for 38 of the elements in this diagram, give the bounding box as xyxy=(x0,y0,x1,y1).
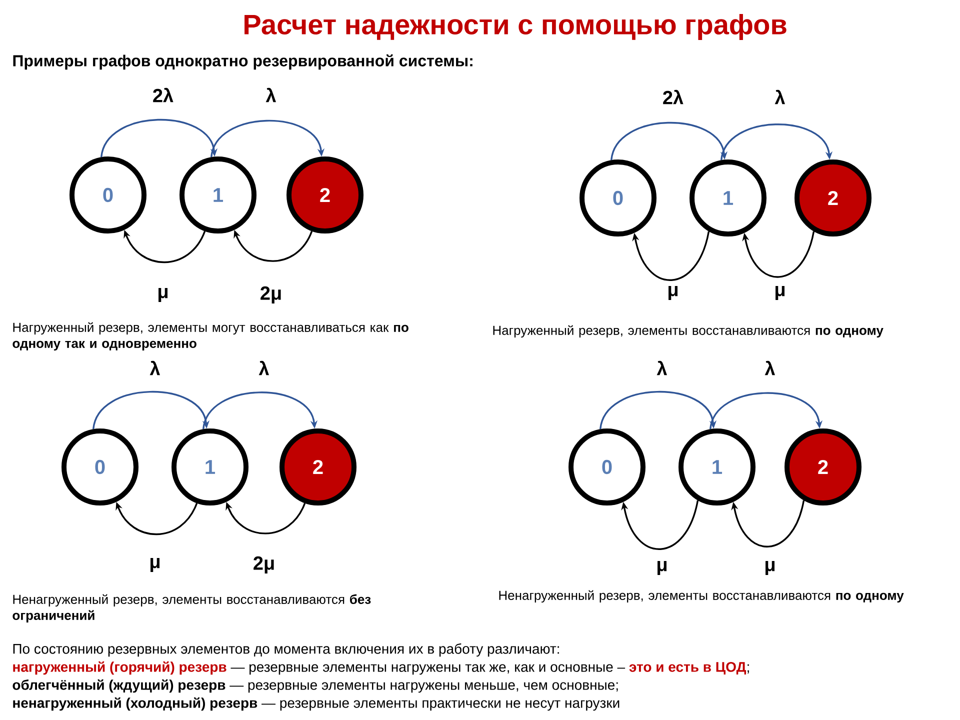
edge-label: μ xyxy=(150,558,160,572)
edge-label: μ xyxy=(668,286,678,300)
edge-label: 2λ xyxy=(153,88,174,102)
arc-arrow xyxy=(600,390,717,430)
subtitle: Примеры графов однократно резервированной системы: xyxy=(13,54,472,70)
arc-arrow xyxy=(720,124,833,160)
edge-label: λ xyxy=(764,360,775,376)
caption: Ненагруженный резерв, элементы восстанавливаются без ограничений xyxy=(12,594,371,623)
edge-label: μ xyxy=(658,561,667,575)
arc-arrow xyxy=(610,122,728,160)
edge-label: λ xyxy=(150,360,160,376)
arc-arrow xyxy=(92,390,210,430)
body-text: нагруженный (горячий) резерв — резервные элементы нагружены так же, как и основные – это и есть в ЦОД; xyxy=(13,661,749,675)
body-text: По состоянию резервных элементов до момента включения их в работу различают: xyxy=(13,643,559,657)
edge-label: λ xyxy=(266,88,276,102)
edge-label: λ xyxy=(258,360,269,376)
edge-label: 2λ xyxy=(663,90,684,104)
arc-arrow xyxy=(710,392,823,430)
edge-label: μ xyxy=(766,561,775,575)
caption: Нагруженный резерв, элементы восстанавливаются по одному xyxy=(493,325,884,338)
body-text: ненагруженный (холодный) резерв — резервные элементы практически не несут нагрузки xyxy=(13,697,620,711)
arc-arrow xyxy=(632,231,710,281)
caption: Ненагруженный резерв, элементы восстанавливаются по одному xyxy=(499,590,904,603)
arc-arrow xyxy=(742,231,815,278)
arc-arrow xyxy=(731,500,805,548)
edge-label: μ xyxy=(158,288,168,302)
edge-label: 2μ xyxy=(254,556,274,574)
edge-label: λ xyxy=(774,90,785,104)
arc-arrow xyxy=(100,118,218,158)
edge-label: 2μ xyxy=(260,286,281,304)
arc-arrow xyxy=(621,500,699,550)
arc-arrow xyxy=(210,120,325,158)
arc-arrow xyxy=(202,392,318,430)
caption: Нагруженный резерв, элементы могут восстанавливаться как по одному так и одновременно xyxy=(12,322,408,351)
edge-label: μ xyxy=(776,286,785,300)
title: Расчет надежности с помощью графов xyxy=(244,14,786,40)
body-text: облегчённый (ждущий) резерв — резервные элементы нагружены меньше, чем основные; xyxy=(12,679,618,693)
edge-label: λ xyxy=(656,360,667,376)
